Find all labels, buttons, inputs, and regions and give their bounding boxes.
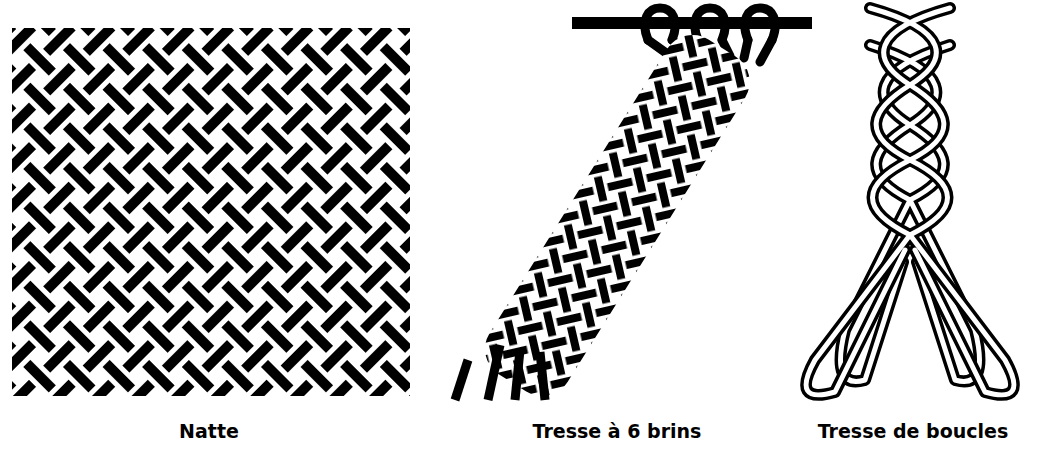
loop-braid (806, 8, 1014, 395)
six-strand-braid (455, 8, 812, 407)
natte-weave (12, 28, 410, 396)
caption-label: Tresse à 6 brins (533, 420, 702, 443)
caption-label: Tresse de boucles (818, 420, 1009, 443)
caption-label: Natte (179, 420, 239, 443)
